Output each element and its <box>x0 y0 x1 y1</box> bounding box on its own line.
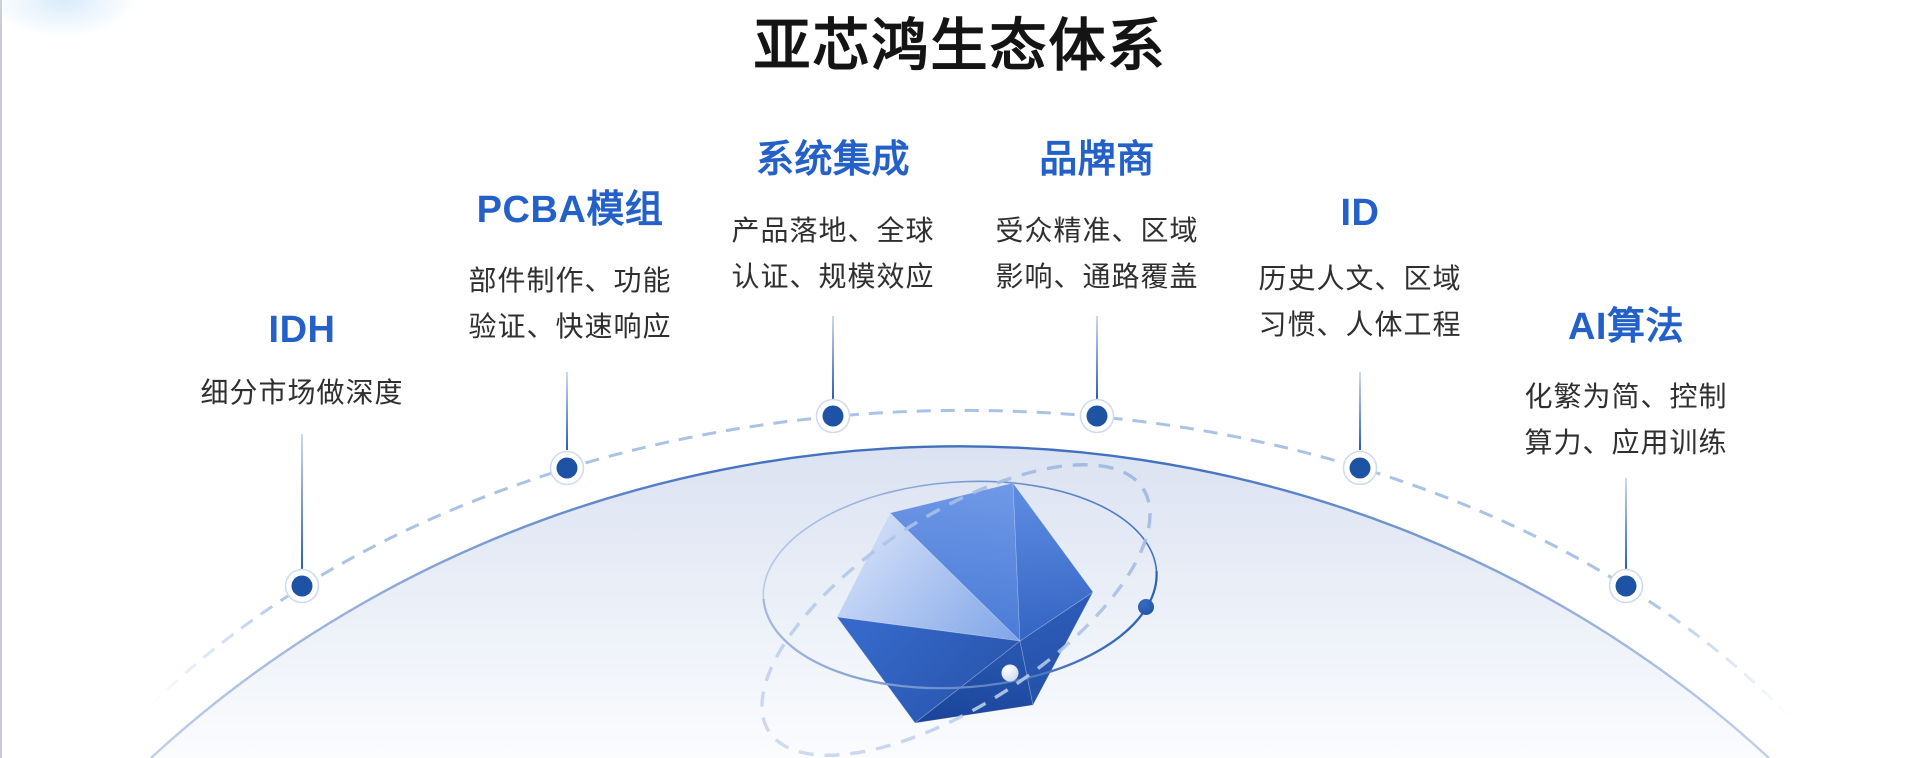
node-description-line: 习惯、人体工程 <box>1258 309 1462 340</box>
node-description-line: 影响、通路覆盖 <box>995 261 1199 292</box>
node-description-line: 产品落地、全球 <box>731 215 935 246</box>
node-group-brand-vendor: 品牌商 受众精准、区域 影响、通路覆盖 <box>957 136 1237 300</box>
node-group-ai-algorithm: AI算法 化繁为简、控制 算力、应用训练 <box>1486 303 1766 466</box>
core-polyhedron-icon <box>836 482 1094 724</box>
node-description-line: 历史人文、区域 <box>1258 263 1462 294</box>
node-dot <box>1608 568 1644 604</box>
node-description-line: 算力、应用训练 <box>1524 427 1728 458</box>
orbit-satellite-sphere <box>1001 664 1019 682</box>
node-connector-line <box>832 316 834 399</box>
orbit-ring-solid-front <box>762 570 1158 690</box>
node-dot <box>284 568 320 604</box>
node-dot <box>1342 450 1378 486</box>
node-connector-line <box>1359 372 1361 450</box>
node-description-line: 受众精准、区域 <box>995 215 1199 246</box>
node-description: 产品落地、全球 认证、规模效应 <box>693 208 973 300</box>
node-description: 历史人文、区域 习惯、人体工程 <box>1220 256 1500 348</box>
node-description-line: 部件制作、功能 <box>468 265 672 296</box>
node-label: IDH <box>268 309 336 351</box>
node-description-line: 细分市场做深度 <box>200 377 404 408</box>
node-connector-line <box>1096 316 1098 399</box>
node-label: 品牌商 <box>1039 139 1155 181</box>
node-description: 受众精准、区域 影响、通路覆盖 <box>957 208 1237 300</box>
dome-edge-arc <box>150 445 1770 758</box>
node-label: AI算法 <box>1567 306 1684 348</box>
node-group-system-integration: 系统集成 产品落地、全球 认证、规模效应 <box>693 136 973 300</box>
node-description: 部件制作、功能 验证、快速响应 <box>430 258 710 350</box>
node-connector-line <box>301 434 303 569</box>
node-connector-line <box>566 372 568 450</box>
node-dot <box>1079 398 1115 434</box>
node-description: 细分市场做深度 <box>162 370 442 416</box>
node-label: 系统集成 <box>755 139 910 181</box>
node-group-idh: IDH 细分市场做深度 <box>162 306 442 416</box>
page-left-border <box>0 0 2 758</box>
page-title: 亚芯鸿生态体系 <box>753 14 1167 78</box>
node-group-industrial-design: ID 历史人文、区域 习惯、人体工程 <box>1220 189 1500 348</box>
orbit-ring-dashed <box>760 463 1152 757</box>
orbit-satellite-dot <box>1138 599 1154 615</box>
node-description-line: 验证、快速响应 <box>468 311 672 342</box>
node-dot <box>549 450 585 486</box>
node-dot <box>815 398 851 434</box>
node-description-line: 化繁为简、控制 <box>1524 381 1728 412</box>
node-dashed-arc <box>148 408 1792 719</box>
node-label: ID <box>1340 192 1380 234</box>
node-label: PCBA模组 <box>476 189 664 231</box>
node-description: 化繁为简、控制 算力、应用训练 <box>1486 374 1766 466</box>
node-group-pcba-module: PCBA模组 部件制作、功能 验证、快速响应 <box>430 186 710 350</box>
node-connector-line <box>1625 478 1627 569</box>
node-description-line: 认证、规模效应 <box>731 261 935 292</box>
